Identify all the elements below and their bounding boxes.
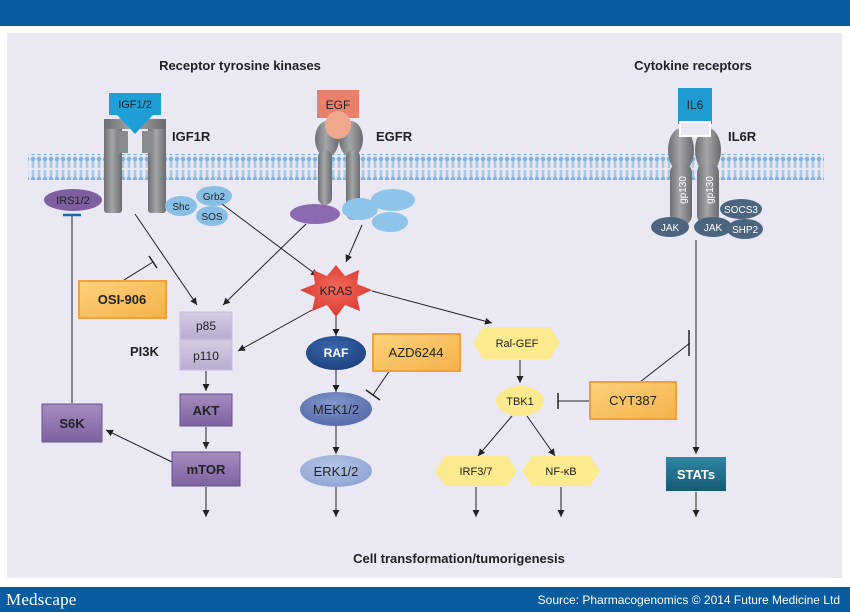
il6-ligand-label: IL6 <box>687 98 704 112</box>
source-credit: Source: Pharmacogenomics © 2014 Future M… <box>537 593 840 607</box>
shc-node <box>165 196 197 216</box>
grb2-label: Grb2 <box>203 192 226 203</box>
outcome-label: Cell transformation/tumorigenesis <box>353 551 565 566</box>
s6k-node <box>41 403 103 443</box>
inhibition-edges <box>63 213 691 409</box>
il6-ligand <box>678 88 712 124</box>
nfkb-node <box>522 456 600 486</box>
top-bar <box>0 0 850 26</box>
shp2-label: SHP2 <box>732 225 759 236</box>
irs-label: IRS1/2 <box>56 195 90 207</box>
cyt387-label: CYT387 <box>609 393 657 408</box>
igf1r-label: IGF1R <box>172 129 211 144</box>
heading-cytokine: Cytokine receptors <box>634 58 752 73</box>
il6-binding-site <box>679 121 711 137</box>
egf-ligand <box>317 90 359 139</box>
jak-left-label: JAK <box>661 223 680 234</box>
gp130-right-label: gp130 <box>705 176 716 204</box>
socs3-label: SOCS3 <box>724 205 758 216</box>
azd6244-label: AZD6244 <box>389 345 444 360</box>
s6k-label: S6K <box>59 416 85 431</box>
raf-label: RAF <box>324 346 349 360</box>
il6r-receptor <box>668 128 721 226</box>
raf-node <box>306 336 366 370</box>
mtor-node <box>171 451 241 487</box>
egf-ligand-label: EGF <box>326 98 351 112</box>
cyt387-inhibitor <box>589 381 677 420</box>
socs3-node <box>720 199 762 219</box>
signaling-diagram: Receptor tyrosine kinases Cytokine recep… <box>7 33 842 578</box>
heading-rtk: Receptor tyrosine kinases <box>159 58 321 73</box>
osi906-inhibitor <box>78 280 167 319</box>
p85-label: p85 <box>196 319 216 333</box>
footer-bar <box>0 587 850 612</box>
ralgef-node <box>473 327 560 359</box>
osi906-label: OSI-906 <box>98 292 146 307</box>
grb2-node <box>196 186 232 206</box>
sos-label: SOS <box>201 212 222 223</box>
p110-node <box>179 339 233 371</box>
shp2-node <box>727 219 763 239</box>
irf-label: IRF3/7 <box>459 466 492 478</box>
stats-node <box>666 457 726 491</box>
igf-ligand <box>109 93 161 134</box>
egfr-pi3k-adaptor <box>290 204 340 224</box>
medscape-logo: Medscape <box>6 590 77 609</box>
irf-node <box>435 456 517 486</box>
stats-label: STATs <box>677 467 715 482</box>
p85-node <box>179 311 233 340</box>
mek-label: MEK1/2 <box>313 402 359 417</box>
kras-node <box>300 265 372 317</box>
nfkb-label: NF-κB <box>545 466 576 478</box>
erk-node <box>300 455 372 487</box>
jak-right-node <box>694 217 732 237</box>
egfr-shc-adaptor <box>371 189 415 211</box>
akt-node <box>179 393 233 427</box>
jak-right-label: JAK <box>704 223 723 234</box>
akt-label: AKT <box>193 403 220 418</box>
gp130-left-label: gp130 <box>678 176 689 204</box>
sos-node <box>196 206 228 226</box>
jak-left-node <box>651 217 689 237</box>
mtor-label: mTOR <box>187 462 226 477</box>
ralgef-label: Ral-GEF <box>496 338 539 350</box>
egfr-sos-adaptor <box>372 212 408 232</box>
egfr-grb2-adaptor <box>342 198 378 220</box>
irs-node <box>44 189 102 211</box>
igf-ligand-label: IGF1/2 <box>118 99 152 111</box>
azd6244-inhibitor <box>372 333 461 372</box>
pathway-edges <box>105 203 700 517</box>
p110-label: p110 <box>193 349 219 363</box>
tbk1-label: TBK1 <box>506 396 534 408</box>
erk-label: ERK1/2 <box>314 464 359 479</box>
shc-label: Shc <box>172 202 189 213</box>
mek-node <box>300 392 372 426</box>
egfr-label: EGFR <box>376 129 413 144</box>
pi3k-label: PI3K <box>130 344 160 359</box>
tbk1-node <box>496 386 544 416</box>
kras-label: KRAS <box>320 284 353 298</box>
il6r-label: IL6R <box>728 129 757 144</box>
